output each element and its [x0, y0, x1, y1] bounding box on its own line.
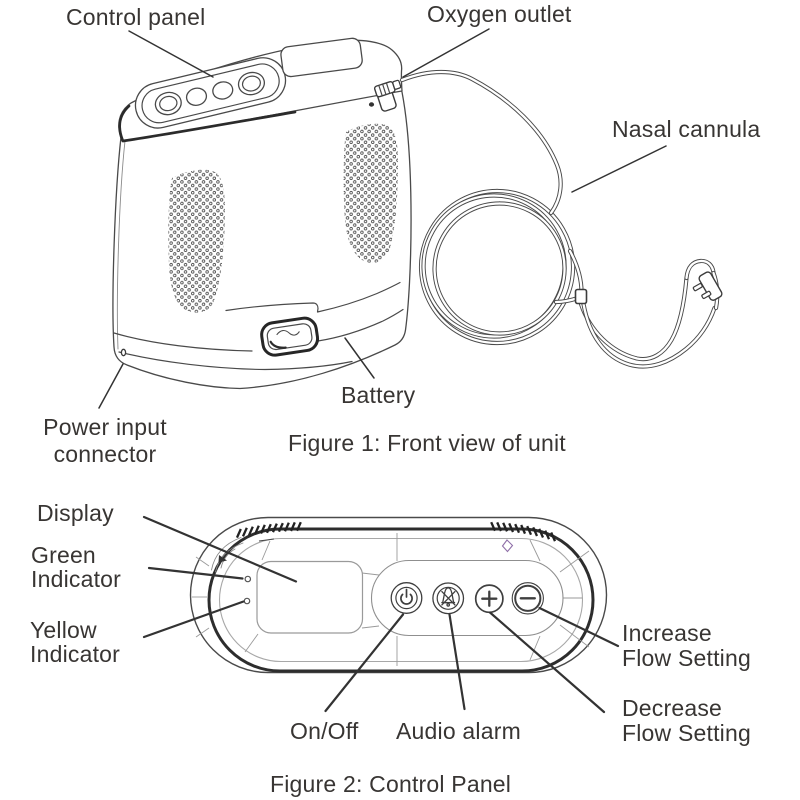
decrease-flow-button — [511, 582, 544, 615]
speaker-grille-left — [168, 169, 225, 313]
panel-display-screen — [256, 560, 364, 634]
panel-button-3 — [212, 81, 234, 100]
plus-icon — [481, 590, 498, 607]
label-increase-flow: Increase Flow Setting — [622, 620, 751, 671]
label-power-input-connector: Power input connector — [43, 414, 167, 467]
leader-nasal-cannula — [571, 145, 667, 193]
button-cluster — [370, 559, 564, 637]
label-decrease-flow: Decrease Flow Setting — [622, 695, 751, 746]
increase-flow-button — [474, 584, 504, 614]
cannula-tubing — [402, 72, 723, 366]
vent-hatch-right — [490, 521, 557, 542]
power-button — [390, 582, 423, 614]
leader-display — [142, 515, 298, 583]
control-panel-recess — [134, 57, 287, 129]
leader-increase-flow — [538, 606, 620, 648]
figure1-unit-drawing — [98, 28, 723, 409]
leader-green-indicator — [147, 566, 244, 580]
nasal-prong-piece — [692, 271, 723, 301]
panel-button-2 — [185, 87, 208, 106]
power-icon — [400, 588, 413, 605]
leader-on-off — [324, 613, 405, 713]
leader-decrease-flow — [488, 611, 606, 714]
speaker-grille-right — [343, 123, 398, 263]
label-display: Display — [37, 500, 114, 526]
leader-oxygen-outlet — [402, 28, 490, 78]
vent-hatch-left — [235, 521, 302, 542]
leader-battery — [344, 337, 375, 379]
battery-port — [260, 316, 320, 357]
panel-button-4 — [237, 71, 265, 96]
label-control-panel: Control panel — [66, 4, 206, 30]
panel-segment-lines — [192, 533, 590, 666]
label-green-indicator: Green Indicator — [31, 542, 122, 592]
panel-display — [280, 37, 363, 78]
panel-button-1 — [154, 91, 182, 116]
label-on-off: On/Off — [290, 718, 359, 744]
yellow-indicator-led — [243, 597, 251, 605]
battery-seam-left — [113, 332, 253, 352]
label-oxygen-outlet: Oxygen outlet — [427, 1, 572, 27]
leader-yellow-indicator — [142, 600, 245, 639]
label-yellow-indicator: Yellow Indicator — [30, 617, 121, 667]
figure2-caption: Figure 2: Control Panel — [270, 771, 512, 797]
power-input-connector — [120, 348, 127, 357]
battery-seam-right — [317, 308, 404, 342]
figure2-panel-drawing — [142, 515, 620, 714]
label-nasal-cannula: Nasal cannula — [612, 116, 761, 142]
diamond-mark — [501, 539, 514, 553]
outlet-screw-dot — [368, 102, 375, 107]
oxygen-outlet-part — [373, 79, 402, 112]
label-audio-alarm: Audio alarm — [396, 718, 521, 744]
rim-triangle-mark — [218, 555, 227, 563]
audio-alarm-button — [432, 582, 465, 615]
leader-control-panel — [128, 30, 214, 78]
bell-muted-icon — [441, 587, 456, 607]
figure1-caption: Figure 1: Front view of unit — [288, 430, 566, 456]
green-indicator-led — [244, 575, 252, 583]
battery-bottom-lip — [118, 351, 353, 371]
leader-power-input — [98, 363, 124, 409]
leader-audio-alarm — [448, 613, 466, 711]
shell-step-line — [225, 281, 401, 313]
tube-clip — [574, 288, 588, 305]
label-battery: Battery — [341, 382, 416, 408]
